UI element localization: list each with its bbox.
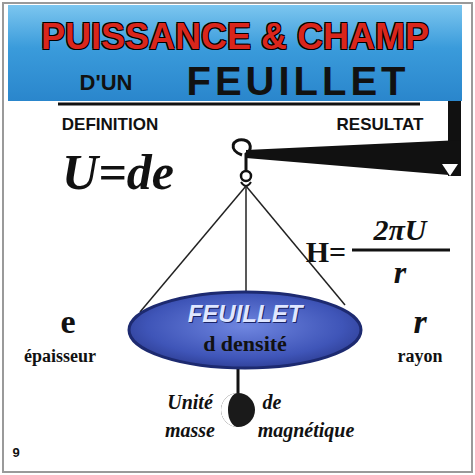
title-text: PUISSANCE & CHAMP — [41, 19, 429, 55]
title-text: D'UN — [80, 72, 133, 94]
unit-caption: masse — [165, 420, 215, 440]
magnetic-mass-ball — [221, 393, 255, 427]
variable-name: rayon — [398, 347, 443, 365]
ellipse-fill — [129, 292, 361, 368]
unit-caption: de — [263, 392, 282, 412]
hook — [233, 140, 250, 170]
hook-ring — [241, 171, 251, 181]
result-formula: 2πU — [373, 215, 426, 245]
definition-formula: U=de — [62, 147, 174, 197]
beam-pointer — [442, 164, 458, 176]
ball-highlight — [221, 393, 238, 427]
section-heading: RESULTAT — [337, 116, 424, 133]
frame — [3, 3, 472, 472]
underline — [58, 103, 420, 106]
unit-caption: Unité — [167, 392, 213, 412]
band-fill — [8, 5, 462, 101]
result-formula: r — [394, 256, 406, 288]
ball-rod — [237, 368, 240, 396]
string — [245, 186, 247, 292]
variable-symbol: e — [60, 305, 75, 339]
title-text: FEUILLET — [186, 61, 409, 101]
result-formula: H= — [306, 237, 346, 267]
balance-beam — [246, 140, 461, 176]
density-label: d densité — [203, 333, 287, 355]
fraction-bar — [352, 249, 450, 252]
title-band: PUISSANCE & CHAMP D'UN FEUILLET — [8, 5, 462, 101]
variable-symbol: r — [413, 305, 426, 339]
page-number: 9 — [12, 446, 19, 459]
sheet-ellipse: FEUILLET d densité — [127, 290, 363, 370]
sheet-title: FEUILLET — [188, 302, 303, 326]
hook-clasp — [241, 182, 251, 186]
variable-name: épaisseur — [24, 347, 96, 365]
section-heading: DEFINITION — [62, 116, 158, 133]
unit-caption: magnétique — [258, 420, 355, 440]
